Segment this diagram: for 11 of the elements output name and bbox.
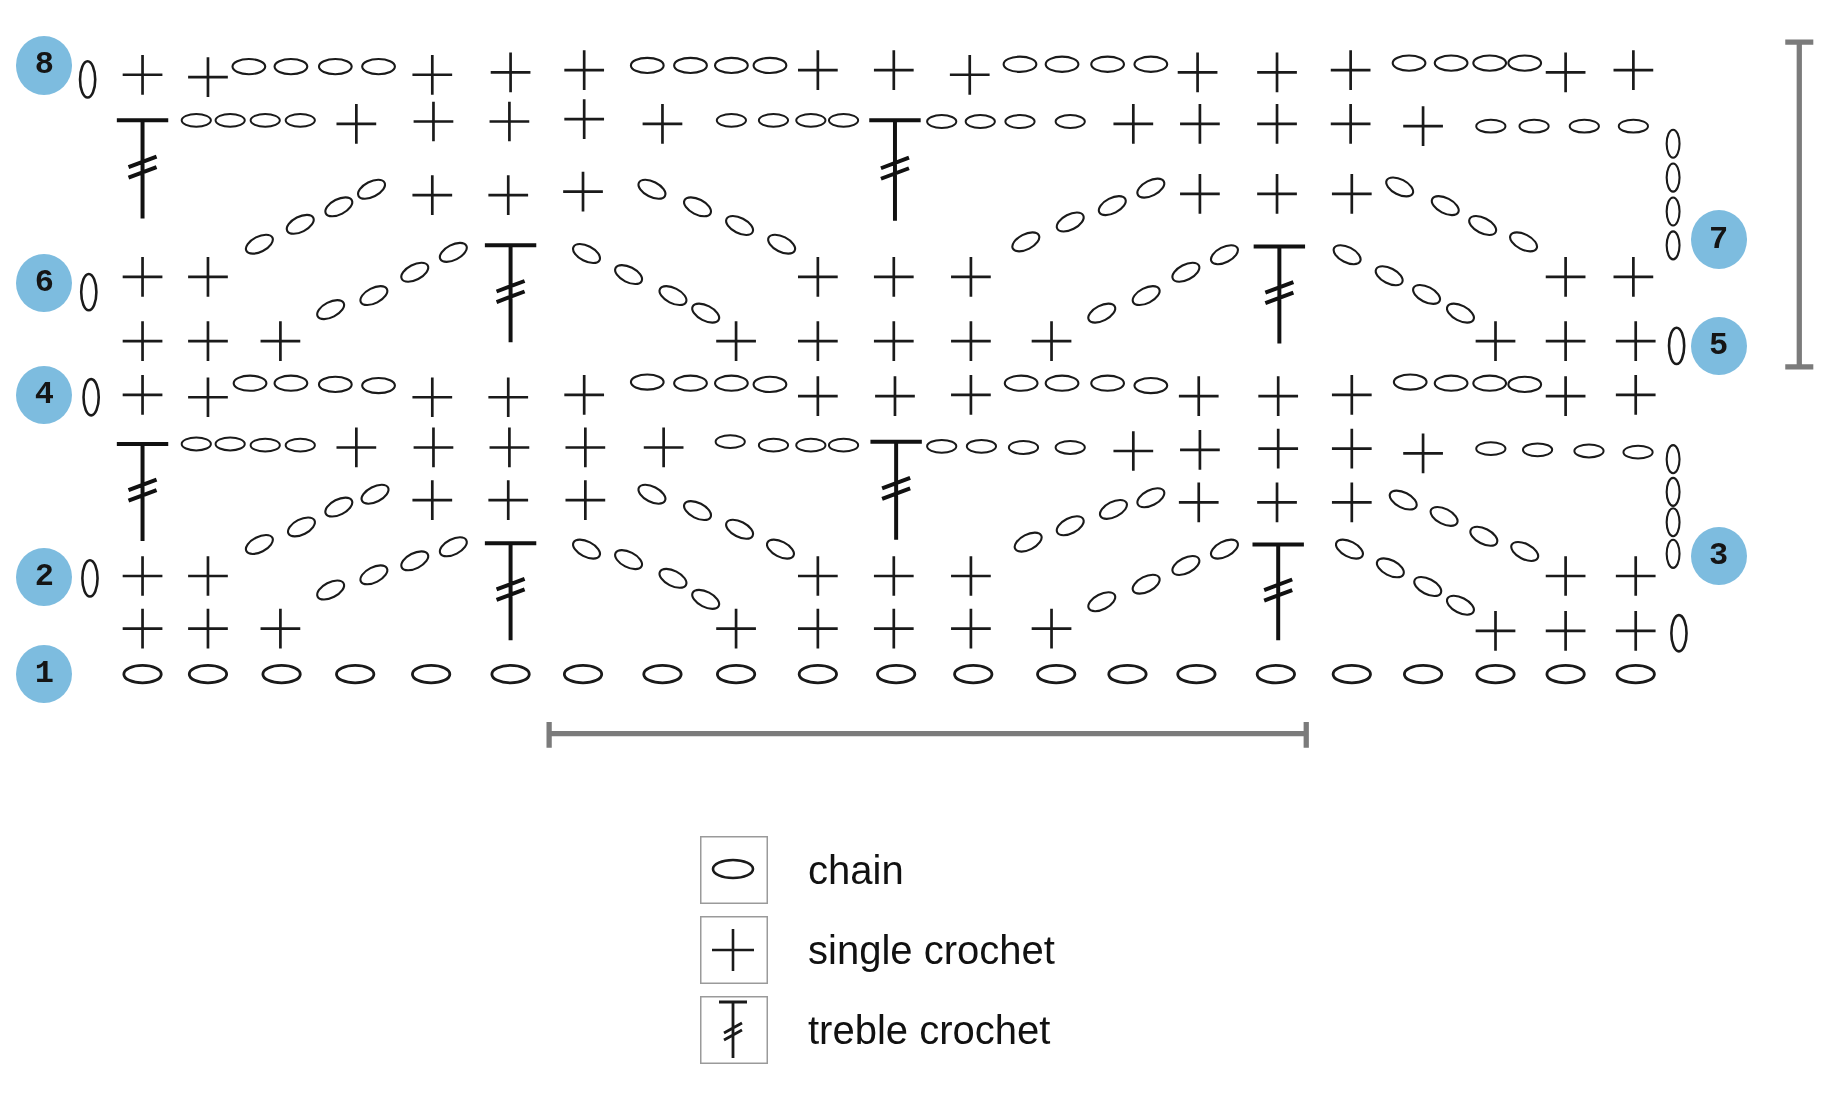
- row-number: 6: [34, 266, 54, 299]
- row-number: 1: [34, 658, 54, 691]
- row-number: 4: [34, 378, 54, 411]
- row-number: 8: [34, 49, 54, 82]
- row-number: 5: [1709, 329, 1729, 362]
- legend-label: treble crochet: [808, 1007, 1051, 1054]
- legend-label: chain: [808, 847, 904, 894]
- row-number: 2: [34, 561, 54, 594]
- legend-label: single crochet: [808, 927, 1055, 974]
- row-number: 7: [1709, 223, 1729, 256]
- row-number: 3: [1709, 540, 1729, 573]
